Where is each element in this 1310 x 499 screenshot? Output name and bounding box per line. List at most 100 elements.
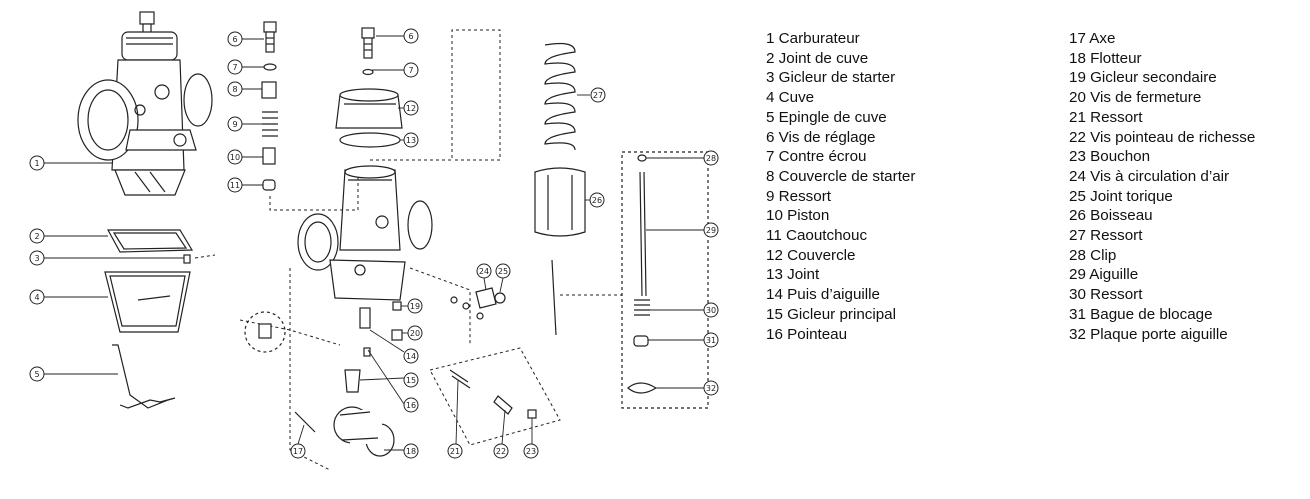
callout-marker: 2 bbox=[29, 228, 45, 244]
part-starter-jet bbox=[183, 254, 191, 264]
callout-marker: 29 bbox=[703, 222, 719, 238]
callout-marker: 31 bbox=[703, 332, 719, 348]
legend-item: 14 Puis d’aiguille bbox=[766, 286, 880, 304]
legend-item: 13 Joint bbox=[766, 266, 820, 284]
part-throttle-slide bbox=[534, 167, 586, 237]
callout-number: 2 bbox=[34, 232, 39, 241]
callout-marker: 7 bbox=[403, 62, 419, 78]
callout-marker: 9 bbox=[227, 116, 243, 132]
legend-item: 10 Piston bbox=[766, 207, 830, 225]
callout-number: 25 bbox=[498, 267, 508, 276]
callout-number: 31 bbox=[706, 336, 716, 345]
callout-number: 14 bbox=[406, 352, 416, 361]
legend-item: 21 Ressort bbox=[1069, 108, 1143, 126]
callout-number: 3 bbox=[34, 254, 39, 263]
callout-number: 1 bbox=[34, 159, 39, 168]
part-bowl-clip bbox=[112, 344, 176, 409]
legend-item: 17 Axe bbox=[1069, 30, 1116, 47]
part-needle-assembly bbox=[551, 151, 709, 409]
callout-number: 16 bbox=[406, 401, 416, 410]
legend-item: 31 Bague de blocage bbox=[1069, 305, 1213, 323]
callout-marker: 26 bbox=[589, 192, 605, 208]
callout-number: 26 bbox=[592, 196, 602, 205]
legend-column-left: 1 Carburateur 2 Joint de cuve 3 Gicleur de… bbox=[766, 29, 1056, 344]
legend-item: 12 Couvercle bbox=[766, 246, 856, 264]
legend-item: 5 Epingle de cuve bbox=[766, 108, 887, 126]
callout-marker: 14 bbox=[403, 348, 419, 364]
callout-marker: 18 bbox=[403, 443, 419, 459]
callout-marker: 23 bbox=[523, 443, 539, 459]
legend-item: 29 Aiguille bbox=[1069, 266, 1139, 284]
callout-marker: 21 bbox=[447, 443, 463, 459]
legend-item: 1 Carburateur bbox=[766, 30, 860, 47]
callout-marker: 6 bbox=[227, 31, 243, 47]
callout-number: 15 bbox=[406, 376, 416, 385]
callout-number: 17 bbox=[293, 447, 303, 456]
legend-column-right: 17 Axe 18 Flotteur 19 Gicleur secondaire 20… bbox=[1069, 29, 1309, 344]
callout-number: 6 bbox=[408, 32, 413, 41]
legend-item: 25 Joint torique bbox=[1069, 187, 1173, 205]
callout-number: 8 bbox=[232, 85, 237, 94]
legend-item: 23 Bouchon bbox=[1069, 148, 1151, 166]
legend-item: 18 Flotteur bbox=[1069, 49, 1142, 67]
callout-marker: 12 bbox=[403, 100, 419, 116]
legend-item: 19 Gicleur secondaire bbox=[1069, 69, 1217, 87]
callout-marker: 4 bbox=[29, 289, 45, 305]
callout-number: 23 bbox=[526, 447, 536, 456]
part-carburetor-center bbox=[297, 27, 433, 301]
callout-marker: 5 bbox=[29, 366, 45, 382]
callout-marker: 1 bbox=[29, 155, 45, 171]
legend-item: 24 Vis à circulation d’air bbox=[1069, 167, 1230, 185]
callout-number: 19 bbox=[410, 302, 420, 311]
callout-marker: 17 bbox=[290, 443, 306, 459]
part-needle-jet-stack bbox=[344, 301, 403, 393]
callout-number: 12 bbox=[406, 104, 416, 113]
callout-number: 27 bbox=[593, 91, 603, 100]
part-slide-spring bbox=[544, 42, 576, 151]
callout-number: 7 bbox=[232, 63, 237, 72]
callout-marker: 16 bbox=[403, 397, 419, 413]
callout-number: 4 bbox=[34, 293, 39, 302]
callout-marker: 6 bbox=[403, 28, 419, 44]
legend-item: 15 Gicleur principal bbox=[766, 305, 896, 323]
legend-item: 20 Vis de fermeture bbox=[1069, 89, 1202, 107]
legend-item: 22 Vis pointeau de richesse bbox=[1069, 128, 1256, 146]
part-carburetor-body bbox=[77, 11, 213, 196]
callout-marker: 27 bbox=[590, 87, 606, 103]
callout-marker: 13 bbox=[403, 132, 419, 148]
callout-marker: 30 bbox=[703, 302, 719, 318]
legend-item: 6 Vis de réglage bbox=[766, 128, 876, 146]
callout-number: 11 bbox=[230, 181, 240, 190]
callout-number: 18 bbox=[406, 447, 416, 456]
callout-marker: 25 bbox=[495, 263, 511, 279]
callout-number: 5 bbox=[34, 370, 39, 379]
callout-marker: 22 bbox=[493, 443, 509, 459]
legend-item: 8 Couvercle de starter bbox=[766, 167, 916, 185]
legend-item: 11 Caoutchouc bbox=[766, 227, 868, 245]
callout-number: 28 bbox=[706, 154, 716, 163]
part-mixture-screws bbox=[449, 287, 537, 419]
callout-number: 22 bbox=[496, 447, 506, 456]
legend-item: 16 Pointeau bbox=[766, 325, 848, 343]
callout-marker: 10 bbox=[227, 149, 243, 165]
part-float-bowl bbox=[104, 271, 191, 333]
callout-marker: 28 bbox=[703, 150, 719, 166]
legend-item: 9 Ressort bbox=[766, 187, 831, 205]
callout-marker: 15 bbox=[403, 372, 419, 388]
callout-number: 32 bbox=[706, 384, 716, 393]
callout-number: 21 bbox=[450, 447, 460, 456]
part-jet-detail bbox=[244, 311, 286, 353]
legend-item: 3 Gicleur de starter bbox=[766, 69, 896, 87]
legend-item: 2 Joint de cuve bbox=[766, 49, 869, 67]
callout-leader-lines bbox=[44, 35, 704, 451]
legend-item: 7 Contre écrou bbox=[766, 148, 867, 166]
callout-marker: 20 bbox=[407, 325, 423, 341]
legend-item: 4 Cuve bbox=[766, 89, 815, 107]
callout-number: 10 bbox=[230, 153, 240, 162]
part-float bbox=[333, 406, 395, 457]
callout-number: 13 bbox=[406, 136, 416, 145]
part-float-axle bbox=[294, 411, 316, 433]
callout-marker: 7 bbox=[227, 59, 243, 75]
